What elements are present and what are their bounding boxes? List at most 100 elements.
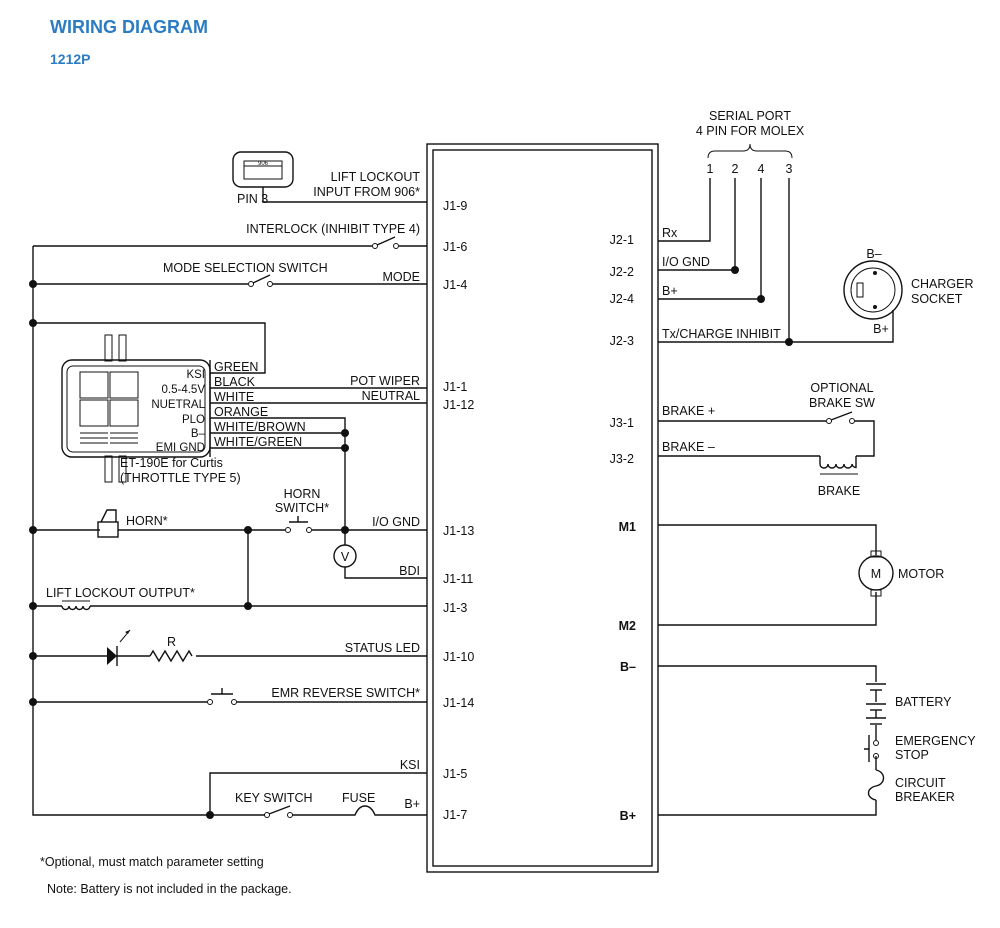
pin-j2-4: J2-4	[610, 292, 634, 306]
horn-switch-label-2: SWITCH*	[275, 501, 329, 515]
lift-lockout-input-label-2: INPUT FROM 906*	[313, 185, 420, 199]
pin-j1-9: J1-9	[443, 199, 467, 213]
key-switch-label: KEY SWITCH	[235, 791, 313, 805]
pin-j3-2: J3-2	[610, 452, 634, 466]
charger-bminus-label: B–	[866, 247, 881, 261]
neutral-label: NEUTRAL	[362, 389, 420, 403]
status-led-label: STATUS LED	[345, 641, 420, 655]
interlock-label: INTERLOCK (INHIBIT TYPE 4)	[246, 222, 420, 236]
controller-left-pins: J1-9 J1-6 J1-4 J1-1 J1-12 J1-13 J1-11 J1…	[443, 199, 474, 822]
serial-port-label-1: SERIAL PORT	[709, 109, 791, 123]
serial-pin-4: 4	[758, 162, 765, 176]
charger-socket-icon	[843, 260, 903, 320]
junction-dot	[29, 526, 37, 534]
resistor-label: R	[167, 635, 176, 649]
emr-reverse-label: EMR REVERSE SWITCH*	[271, 686, 420, 700]
junction-dot	[29, 652, 37, 660]
pin-j3-1: J3-1	[610, 416, 634, 430]
wire-color-white: WHITE	[214, 390, 254, 404]
lift-lockout-input-wire	[262, 187, 427, 203]
emergency-stop-label-1: EMERGENCY	[895, 734, 976, 748]
page-title: WIRING DIAGRAM	[50, 17, 208, 37]
throttle-et190e	[61, 334, 211, 483]
wire-color-white-brown: WHITE/BROWN	[214, 420, 306, 434]
throttle-caption-2: (THROTTLE TYPE 5)	[120, 471, 241, 485]
battery-label: BATTERY	[895, 695, 952, 709]
horn-icon	[97, 509, 119, 538]
horn-switch-label-1: HORN	[284, 487, 321, 501]
mode-selection-label: MODE SELECTION SWITCH	[163, 261, 328, 275]
serial-pin-3: 3	[786, 162, 793, 176]
ksi-green-wire	[33, 322, 266, 374]
serial-pin-2: 2	[732, 162, 739, 176]
rx-wire	[658, 178, 711, 242]
horn-switch	[285, 516, 312, 533]
battery-icon	[866, 683, 886, 725]
pin-j1-7: J1-7	[443, 808, 467, 822]
motor-icon	[858, 550, 894, 597]
motor-label: MOTOR	[898, 567, 944, 581]
circuit-breaker-icon	[867, 769, 885, 801]
terminal-b-minus: B–	[620, 660, 636, 674]
brake-plus-label: BRAKE +	[662, 404, 715, 418]
pot-wiper-label: POT WIPER	[350, 374, 420, 388]
pin-j1-5: J1-5	[443, 767, 467, 781]
brake-coil	[819, 456, 857, 469]
brake-switch	[830, 411, 853, 421]
motor-wire	[658, 524, 877, 626]
throttle-pin-labels: KSI 0.5-4.5V NUETRAL PLO B– EMI GND	[151, 369, 205, 454]
led-icon	[107, 629, 131, 666]
serial-pin-1: 1	[707, 162, 714, 176]
pin-j1-4: J1-4	[443, 278, 467, 292]
pin3-label: PIN 3	[237, 192, 268, 206]
junction-dot	[29, 602, 37, 610]
optional-brake-label-1: OPTIONAL	[810, 381, 873, 395]
charger-bplus-label: B+	[873, 322, 889, 336]
fuse-icon	[348, 805, 382, 816]
battery-wire	[658, 665, 877, 816]
circuit-breaker-label-2: BREAKER	[895, 790, 955, 804]
terminal-m2: M2	[619, 619, 636, 633]
optional-note: *Optional, must match parameter setting	[40, 855, 264, 869]
b-plus-serial-label: B+	[662, 284, 678, 298]
horn-label: HORN*	[126, 514, 168, 528]
wire-color-green: GREEN	[214, 360, 258, 374]
wire-color-black: BLACK	[214, 375, 256, 389]
optional-brake-label-2: BRAKE SW	[809, 396, 875, 410]
page-subtitle: 1212P	[50, 51, 90, 67]
throttle-wire-colors: GREEN BLACK WHITE ORANGE WHITE/BROWN WHI…	[214, 360, 306, 449]
circuit-breaker-label-1: CIRCUIT	[895, 776, 946, 790]
emergency-stop-icon	[864, 735, 879, 762]
junction-dot	[757, 295, 765, 303]
mode-selection-switch	[252, 274, 271, 284]
brake-plus-wire	[658, 420, 875, 457]
brake-label: BRAKE	[818, 484, 860, 498]
charger-label-2: SOCKET	[911, 292, 963, 306]
voltmeter-icon	[333, 544, 357, 568]
battery-note: Note: Battery is not included in the pac…	[47, 882, 292, 896]
pin-j1-12: J1-12	[443, 398, 474, 412]
lift-lockout-coil	[61, 605, 91, 611]
pin-j1-10: J1-10	[443, 650, 474, 664]
terminal-b-plus: B+	[620, 809, 636, 823]
bdi-label: BDI	[399, 564, 420, 578]
emergency-stop-label-2: STOP	[895, 748, 929, 762]
junction-dot	[785, 338, 793, 346]
throttle-pin-bminus: B–	[191, 428, 206, 440]
key-switch	[268, 805, 291, 815]
tx-wire	[658, 178, 894, 343]
voltmeter-symbol: V	[341, 550, 350, 564]
throttle-pin-range: 0.5-4.5V	[162, 384, 206, 396]
pin-j2-2: J2-2	[610, 265, 634, 279]
throttle-caption-1: ET-190E for Curtis	[120, 456, 223, 470]
serial-port-label-2: 4 PIN FOR MOLEX	[696, 124, 805, 138]
tx-label: Tx/CHARGE INHIBIT	[662, 327, 781, 341]
junction-dot	[206, 811, 214, 819]
throttle-pin-plo: PLO	[182, 414, 205, 426]
pin-j1-6: J1-6	[443, 240, 467, 254]
emr-reverse-switch	[207, 688, 237, 705]
serial-port-brace	[707, 143, 793, 159]
brake-minus-label: BRAKE –	[662, 440, 715, 454]
interlock-switch	[376, 236, 396, 246]
